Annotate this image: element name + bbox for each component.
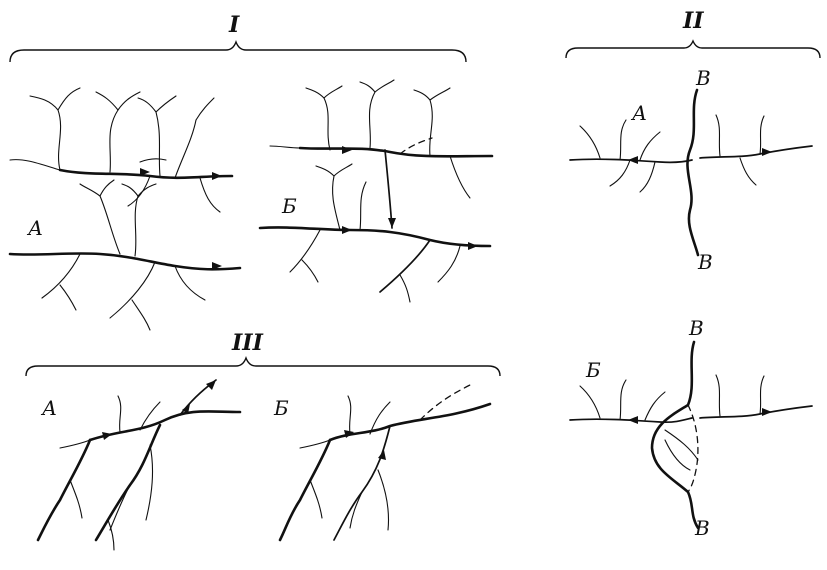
arrow-I-A-top-2 xyxy=(212,172,222,180)
panel-I-B-label: Б xyxy=(282,196,297,216)
arrow-I-B-bottom-1 xyxy=(342,226,352,234)
brace-group-II xyxy=(566,41,820,58)
panel-II-B-network xyxy=(570,342,812,528)
divide-II-B-top-label: В xyxy=(689,318,704,338)
panel-II-A-label: А xyxy=(632,103,647,123)
panel-II-A-network xyxy=(570,90,812,255)
panel-II-B-label: Б xyxy=(586,360,601,380)
divide-II-B-bottom-label: В xyxy=(695,518,710,538)
brace-group-III xyxy=(26,358,500,376)
arrow-I-B-bottom-2 xyxy=(468,242,478,250)
group-III-label: III xyxy=(232,332,263,354)
arrow-I-B-top xyxy=(342,146,352,154)
divide-II-A-bottom-label: В xyxy=(698,252,713,272)
brace-group-I xyxy=(10,42,466,62)
group-I-label: I xyxy=(229,14,239,36)
panel-III-B-label: Б xyxy=(274,398,289,418)
arrow-III-A-3 xyxy=(206,380,216,390)
arrow-II-B-left xyxy=(628,416,638,424)
panel-III-B-network xyxy=(280,385,490,540)
arrow-I-B-capture xyxy=(388,218,396,228)
arrow-II-B-right xyxy=(762,408,772,416)
divide-II-A-top-label: В xyxy=(696,68,711,88)
panel-I-A-label: А xyxy=(28,218,43,238)
panel-I-A-network xyxy=(10,88,240,330)
arrow-II-A-right xyxy=(762,148,772,156)
panel-III-A-label: А xyxy=(42,398,57,418)
panel-I-B-network xyxy=(260,80,492,302)
panel-III-A-network xyxy=(38,380,240,550)
group-II-label: II xyxy=(683,10,704,32)
flow-arrows xyxy=(102,146,772,460)
